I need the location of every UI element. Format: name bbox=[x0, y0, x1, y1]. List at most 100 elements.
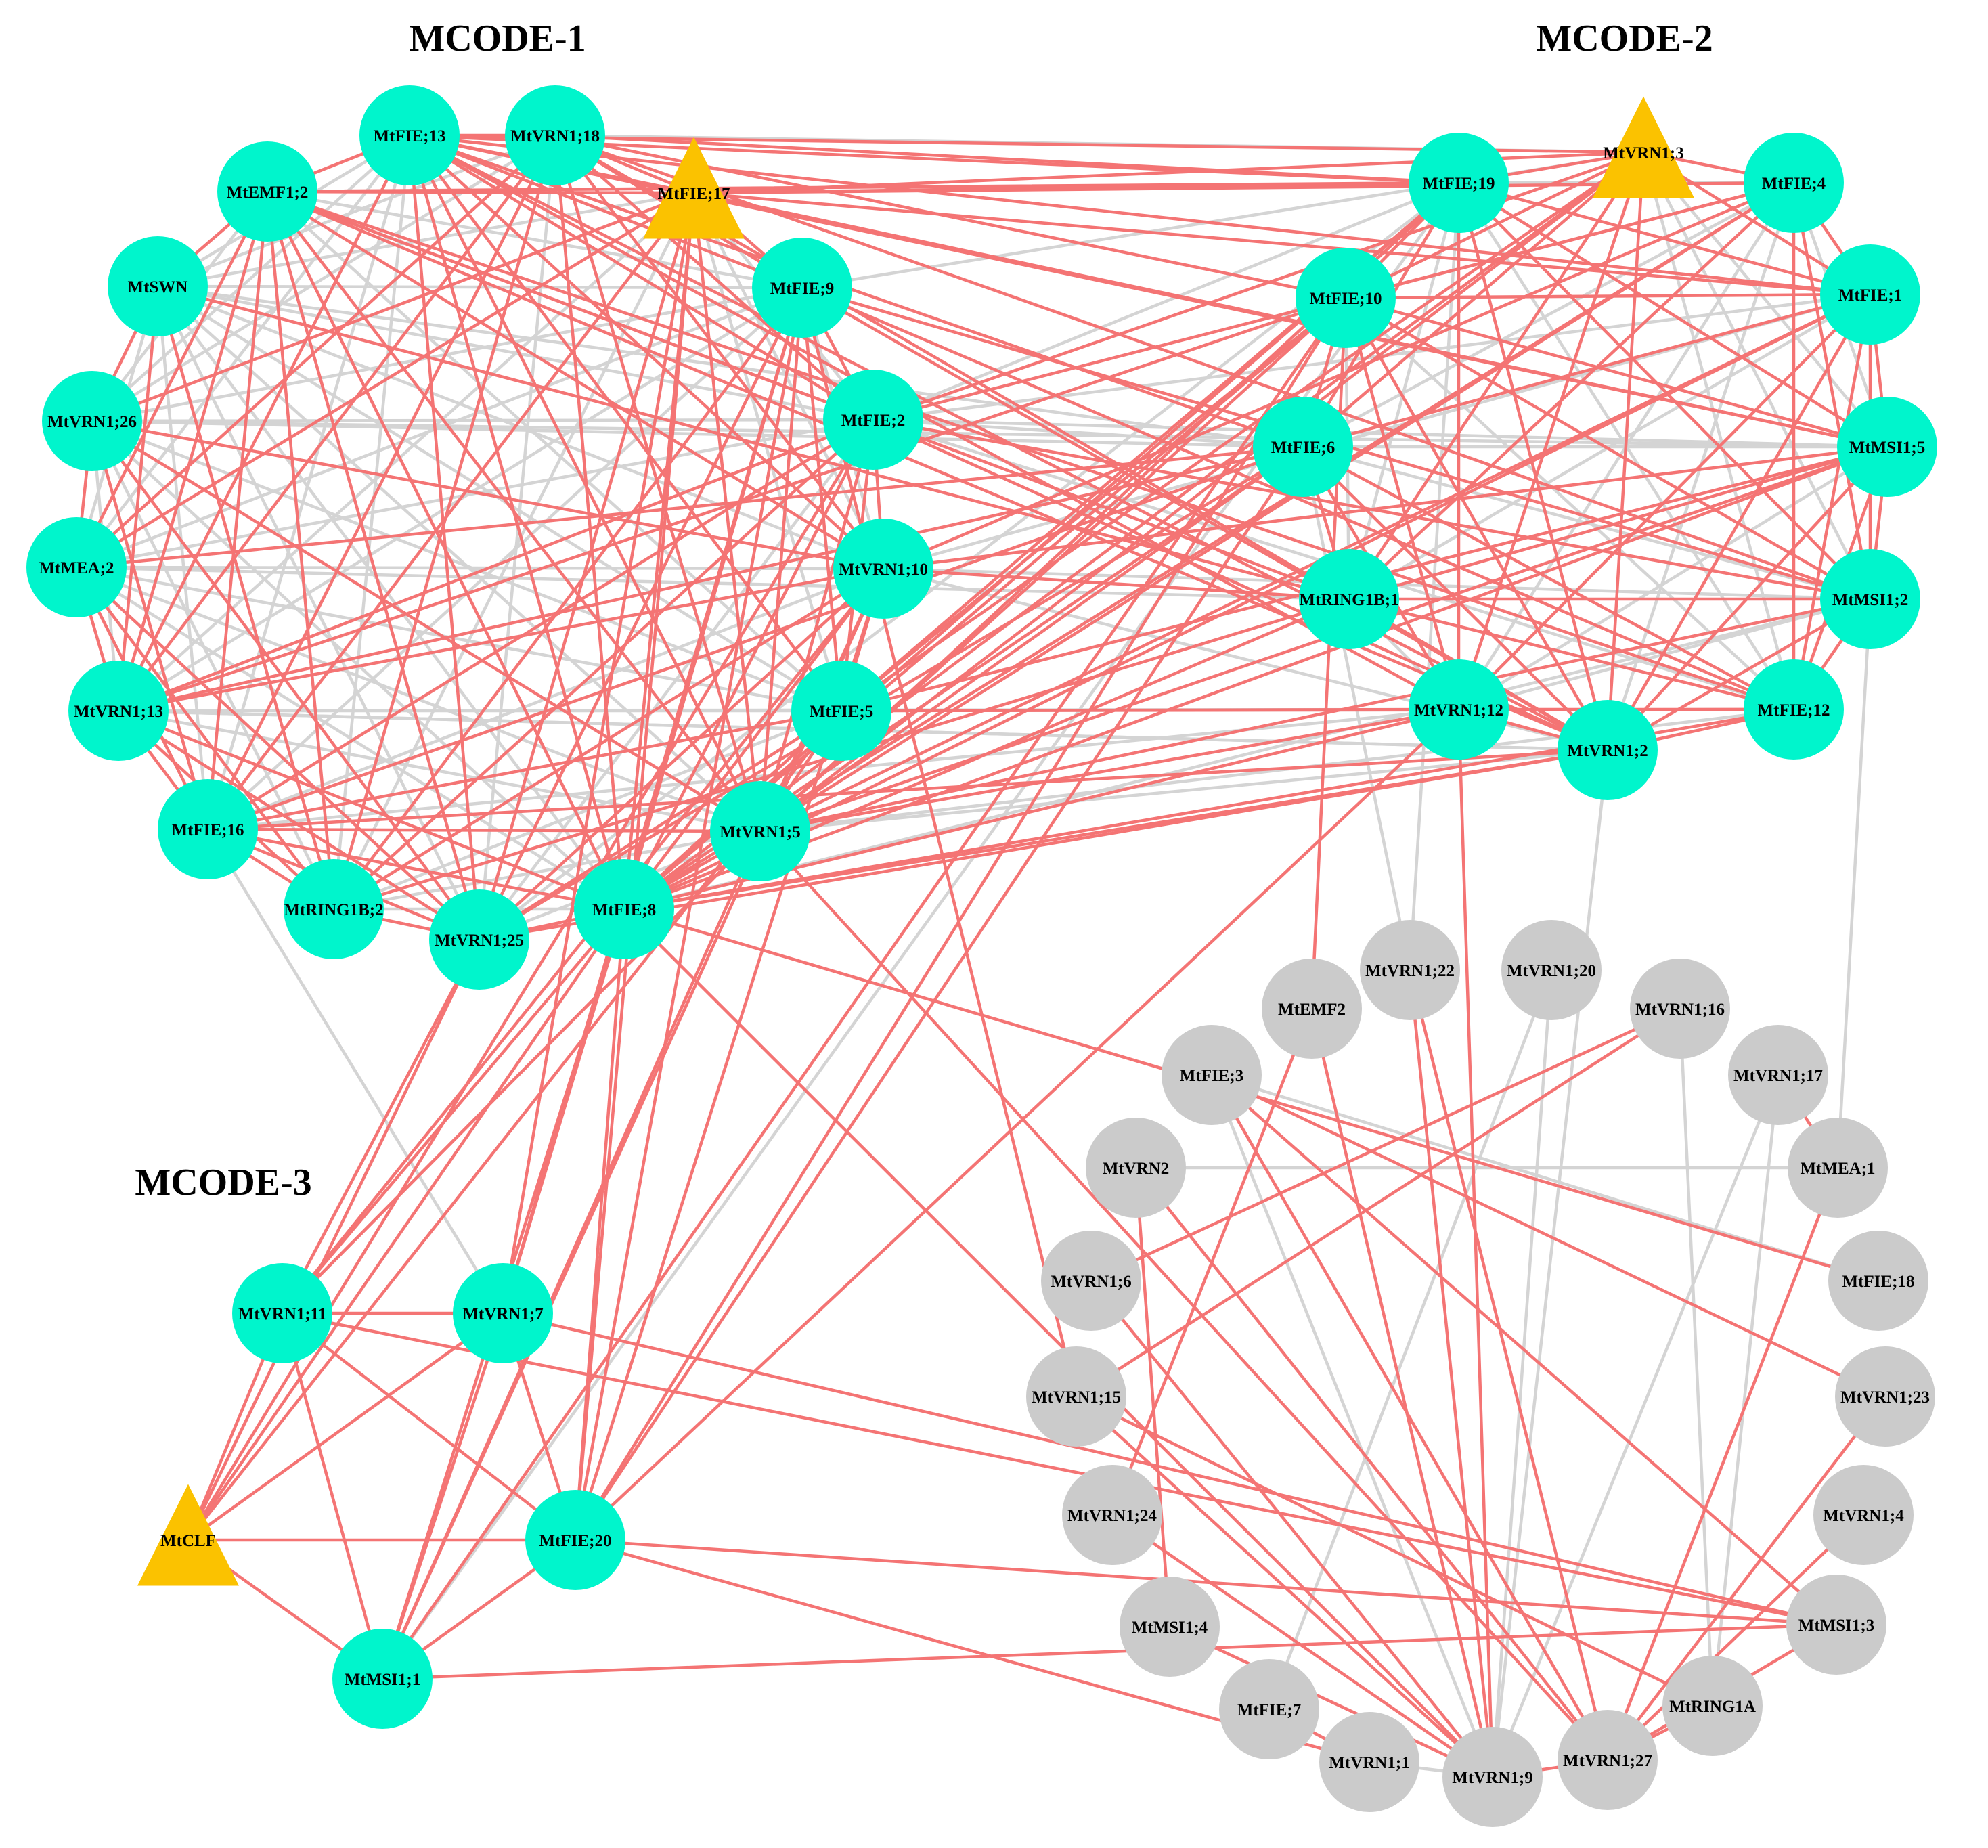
edge-mtvrn1-3-mtmsi1-2 bbox=[1641, 150, 1872, 601]
node-label: MtFIE;13 bbox=[374, 127, 446, 146]
node-mtfie-8[interactable]: MtFIE;8 bbox=[574, 859, 674, 959]
edge-mtfie-4-mtvrn1-10 bbox=[881, 181, 1796, 571]
node-shape bbox=[1299, 549, 1399, 649]
edge-mtfie-19-mtmsi1-5 bbox=[1457, 181, 1889, 449]
node-label: MtRING1B;2 bbox=[284, 901, 383, 919]
edge-mtfie-8-mtfie-4 bbox=[622, 181, 1796, 911]
node-shape bbox=[1409, 133, 1509, 233]
node-mtfie-20[interactable]: MtFIE;20 bbox=[525, 1490, 625, 1590]
node-mtmsi1-3[interactable]: MtMSI1;3 bbox=[1786, 1575, 1886, 1675]
node-mtemf2[interactable]: MtEMF2 bbox=[1262, 959, 1362, 1059]
node-shape bbox=[42, 371, 142, 471]
node-mtemf1-2[interactable]: MtEMF1;2 bbox=[217, 141, 317, 242]
node-label: MtVRN1;17 bbox=[1733, 1067, 1823, 1085]
node-shape bbox=[1062, 1465, 1162, 1565]
node-shape bbox=[232, 1263, 332, 1363]
node-mtvrn1-27[interactable]: MtVRN1;27 bbox=[1558, 1710, 1658, 1810]
node-mtmsi1-2[interactable]: MtMSI1;2 bbox=[1820, 549, 1920, 649]
node-mtfie-12[interactable]: MtFIE;12 bbox=[1744, 659, 1844, 760]
node-mtfie-16[interactable]: MtFIE;16 bbox=[158, 779, 258, 879]
node-mtvrn1-16[interactable]: MtVRN1;16 bbox=[1630, 959, 1730, 1059]
node-mtvrn1-5[interactable]: MtVRN1;5 bbox=[710, 781, 810, 881]
node-mtmea-2[interactable]: MtMEA;2 bbox=[26, 517, 127, 617]
node-mtclf[interactable]: MtCLF bbox=[137, 1484, 239, 1586]
node-shape bbox=[1219, 1659, 1319, 1759]
node-mtvrn1-18[interactable]: MtVRN1;18 bbox=[505, 85, 605, 185]
node-mtvrn1-3[interactable]: MtVRN1;3 bbox=[1593, 96, 1694, 198]
node-mtring1b-2[interactable]: MtRING1B;2 bbox=[284, 859, 384, 959]
node-label: MtVRN1;11 bbox=[238, 1305, 327, 1323]
node-shape bbox=[137, 1484, 239, 1586]
edge-mtfie-1-mtvrn1-12 bbox=[1457, 292, 1872, 711]
node-shape bbox=[1360, 920, 1460, 1020]
node-mtfie-5[interactable]: MtFIE;5 bbox=[791, 661, 891, 761]
edge-mtvrn1-18-mtfie-16 bbox=[206, 133, 557, 831]
node-mtvrn1-13[interactable]: MtVRN1;13 bbox=[68, 661, 169, 761]
node-label: MtMEA;2 bbox=[39, 559, 114, 577]
node-mtvrn2[interactable]: MtVRN2 bbox=[1086, 1118, 1186, 1218]
node-mtvrn1-26[interactable]: MtVRN1;26 bbox=[42, 371, 142, 471]
edge-mtvrn2-mtvrn1-27 bbox=[1134, 1166, 1610, 1762]
edge-mtvrn1-26-mtfie-5 bbox=[90, 419, 843, 713]
node-mtfie-18[interactable]: MtFIE;18 bbox=[1828, 1231, 1928, 1331]
edge-mtmsi1-5-mtring1b-1 bbox=[1347, 445, 1889, 601]
edge-mtfie-17-mtvrn1-5 bbox=[692, 191, 762, 833]
node-mtvrn1-4[interactable]: MtVRN1;4 bbox=[1813, 1465, 1914, 1565]
edge-mtemf1-2-mtfie-9 bbox=[265, 190, 804, 290]
node-mtfie-7[interactable]: MtFIE;7 bbox=[1219, 1659, 1319, 1759]
node-label: MtVRN1;4 bbox=[1823, 1507, 1904, 1525]
node-mtvrn1-22[interactable]: MtVRN1;22 bbox=[1360, 920, 1460, 1020]
node-mtfie-6[interactable]: MtFIE;6 bbox=[1253, 397, 1353, 497]
node-mtring1a[interactable]: MtRING1A bbox=[1662, 1656, 1763, 1756]
node-mtmsi1-4[interactable]: MtMSI1;4 bbox=[1120, 1577, 1220, 1677]
node-mtfie-10[interactable]: MtFIE;10 bbox=[1296, 248, 1396, 348]
edge-mtfie-5-mtvrn1-3 bbox=[839, 150, 1645, 713]
edge-mtring1a-mtvrn1-16 bbox=[1678, 1007, 1715, 1708]
node-mtfie-1[interactable]: MtFIE;1 bbox=[1820, 244, 1920, 345]
node-mtfie-13[interactable]: MtFIE;13 bbox=[359, 85, 460, 185]
edge-mtfie-10-mtmsi1-2 bbox=[1344, 296, 1872, 601]
node-label: MtVRN1;18 bbox=[510, 127, 600, 146]
node-mtfie-19[interactable]: MtFIE;19 bbox=[1409, 133, 1509, 233]
node-label: MtMSI1;5 bbox=[1849, 439, 1925, 457]
edge-mtvrn1-24-mtvrn1-9 bbox=[1110, 1513, 1495, 1779]
node-mtvrn1-17[interactable]: MtVRN1;17 bbox=[1728, 1025, 1828, 1125]
node-label: MtCLF bbox=[160, 1532, 216, 1550]
edge-mtvrn1-26-mtvrn1-5 bbox=[90, 419, 762, 833]
node-mtvrn1-1[interactable]: MtVRN1;1 bbox=[1319, 1712, 1419, 1812]
node-shape bbox=[108, 236, 208, 336]
node-mtvrn1-25[interactable]: MtVRN1;25 bbox=[429, 889, 529, 990]
node-label: MtFIE;16 bbox=[172, 821, 244, 839]
node-mtmsi1-5[interactable]: MtMSI1;5 bbox=[1837, 397, 1937, 497]
node-mtvrn1-9[interactable]: MtVRN1;9 bbox=[1442, 1727, 1543, 1827]
node-mtvrn1-10[interactable]: MtVRN1;10 bbox=[833, 519, 933, 619]
node-mtvrn1-24[interactable]: MtVRN1;24 bbox=[1062, 1465, 1162, 1565]
node-mtfie-2[interactable]: MtFIE;2 bbox=[823, 370, 923, 470]
edge-mtfie-3-mtvrn1-27 bbox=[1210, 1073, 1610, 1762]
node-shape bbox=[505, 85, 605, 185]
node-mtvrn1-20[interactable]: MtVRN1;20 bbox=[1501, 920, 1602, 1020]
node-mtvrn1-12[interactable]: MtVRN1;12 bbox=[1409, 659, 1509, 760]
edge-mtfie-17-mtvrn1-10 bbox=[692, 191, 885, 571]
edge-mtmsi1-1-mtfie-10 bbox=[380, 296, 1348, 1681]
node-label: MtMEA;1 bbox=[1800, 1160, 1875, 1178]
node-mtfie-4[interactable]: MtFIE;4 bbox=[1744, 133, 1844, 233]
node-label: MtFIE;2 bbox=[841, 412, 905, 430]
node-mtfie-3[interactable]: MtFIE;3 bbox=[1162, 1025, 1262, 1125]
node-mtmea-1[interactable]: MtMEA;1 bbox=[1788, 1118, 1888, 1218]
node-mtvrn1-7[interactable]: MtVRN1;7 bbox=[453, 1263, 553, 1363]
node-mtvrn1-6[interactable]: MtVRN1;6 bbox=[1041, 1231, 1141, 1331]
node-mtvrn1-23[interactable]: MtVRN1;23 bbox=[1835, 1346, 1935, 1447]
node-mtmsi1-1[interactable]: MtMSI1;1 bbox=[332, 1629, 433, 1729]
edge-mtfie-19-mtvrn1-2 bbox=[1457, 181, 1610, 752]
edge-mtfie-16-mtfie-6 bbox=[206, 445, 1305, 831]
node-mtswn[interactable]: MtSWN bbox=[108, 236, 208, 336]
edge-mtmsi1-5-mtvrn1-10 bbox=[881, 445, 1889, 571]
node-mtring1b-1[interactable]: MtRING1B;1 bbox=[1299, 549, 1399, 649]
node-mtfie-17[interactable]: MtFIE;17 bbox=[643, 137, 745, 239]
node-mtvrn1-15[interactable]: MtVRN1;15 bbox=[1026, 1346, 1126, 1447]
edge-mtswn-mtring1b-2 bbox=[156, 284, 336, 911]
node-mtvrn1-11[interactable]: MtVRN1;11 bbox=[232, 1263, 332, 1363]
node-mtvrn1-2[interactable]: MtVRN1;2 bbox=[1558, 700, 1658, 800]
node-mtfie-9[interactable]: MtFIE;9 bbox=[752, 238, 852, 338]
